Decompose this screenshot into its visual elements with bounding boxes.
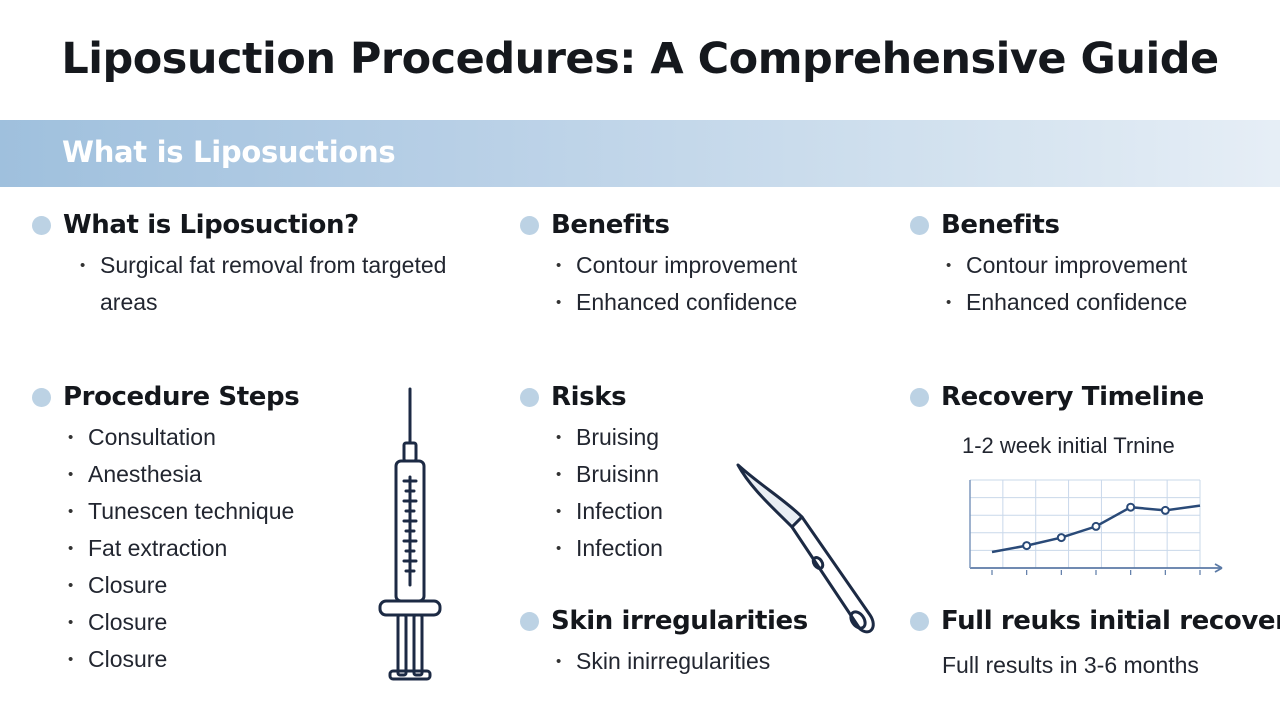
bullet-dot-icon [520, 215, 539, 235]
list-item: Infection [556, 493, 663, 530]
full-results-text: Full results in 3-6 months [942, 652, 1199, 678]
chart-point [1126, 502, 1136, 512]
list-item: Surgical fat removal from targeted areas [80, 247, 500, 321]
section-heading: Recovery Timeline [941, 382, 1204, 412]
bullet-dot-icon [520, 387, 539, 407]
chart-point [1091, 521, 1101, 531]
list-item: Fat extraction [68, 530, 299, 567]
bullet-dot-icon [32, 215, 51, 235]
section-heading: Full reuks initial recovery [941, 606, 1280, 636]
list-item: Enhanced confidence [556, 284, 797, 321]
scalpel-icon [736, 463, 875, 634]
list-item: Closure [68, 604, 299, 641]
list-item: Bruising [556, 419, 663, 456]
list-item: Infection [556, 530, 663, 567]
list-item: Closure [68, 567, 299, 604]
list-item: Skin inirregularities [556, 643, 808, 680]
section-benefits-2: Benefits Contour improvement Enhanced co… [910, 207, 1187, 321]
chart-title: 1-2 week initial Trnine [962, 433, 1175, 458]
list-item: Bruisinn [556, 456, 663, 493]
section-risks: Risks Bruising Bruisinn Infection Infect… [520, 379, 663, 567]
syringe-icon [378, 387, 442, 681]
list-item: Anesthesia [68, 456, 299, 493]
chart-point [1056, 533, 1066, 543]
bullet-dot-icon [32, 387, 51, 407]
page-title: Liposuction Procedures: A Comprehensive … [61, 34, 1219, 84]
chart-axis-arrow-icon [1214, 563, 1223, 573]
section-benefits-1: Benefits Contour improvement Enhanced co… [520, 207, 797, 321]
recovery-line-chart [969, 479, 1223, 575]
section-heading: Procedure Steps [63, 382, 300, 412]
list-item: Contour improvement [556, 247, 797, 284]
section-heading: Benefits [941, 210, 1060, 240]
section-full-results: Full reuks initial recovery [910, 603, 1280, 639]
bullet-dot-icon [910, 611, 929, 631]
list-item: Closure [68, 641, 299, 678]
section-skin-irregularities: Skin irregularities Skin inirregularitie… [520, 603, 808, 680]
section-heading: Benefits [551, 210, 670, 240]
chart-point [1022, 541, 1032, 551]
list-item: Enhanced confidence [946, 284, 1187, 321]
bullet-dot-icon [910, 215, 929, 235]
section-recovery-timeline: Recovery Timeline [910, 379, 1204, 415]
section-heading: Skin irregularities [551, 606, 808, 636]
list-item: Consultation [68, 419, 299, 456]
list-item: Contour improvement [946, 247, 1187, 284]
section-procedure-steps: Procedure Steps Consultation Anesthesia … [32, 379, 300, 678]
section-what-is: What is Liposuction? Surgical fat remova… [32, 207, 500, 321]
banner-title: What is Liposuctions [62, 135, 396, 169]
chart-point [1160, 505, 1170, 515]
bullet-dot-icon [910, 387, 929, 407]
section-heading: What is Liposuction? [63, 210, 359, 240]
bullet-dot-icon [520, 611, 539, 631]
section-banner [0, 120, 1280, 187]
list-item: Tunescen technique [68, 493, 299, 530]
section-heading: Risks [551, 382, 627, 412]
